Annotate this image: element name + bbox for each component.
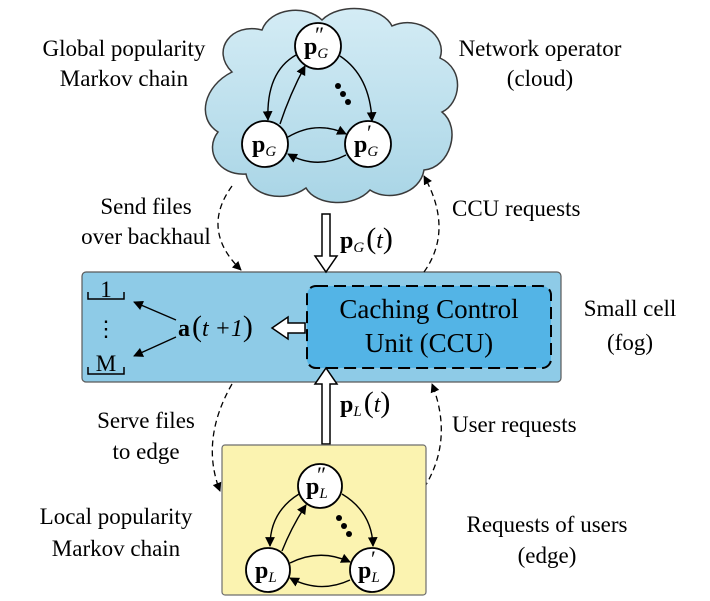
cache-slot-last: M	[96, 351, 116, 376]
node-p-label: p	[358, 558, 371, 584]
svg-text:pL: pL	[255, 558, 277, 586]
global-edge	[287, 125, 347, 138]
pG-sub: G	[353, 240, 364, 256]
node-prime-mark: ′	[371, 546, 376, 571]
svg-text:pG: pG	[252, 132, 276, 160]
ccu-box	[306, 285, 552, 369]
node-sub-label: G	[367, 144, 378, 160]
svg-text:pG: pG	[354, 132, 378, 160]
pL-hollow-arrow	[313, 366, 339, 445]
svg-text:pG: pG	[304, 34, 328, 62]
global-ellipsis-dots	[335, 83, 351, 105]
requests-users-label-line1: Requests of users	[467, 512, 628, 537]
send-files-label-line1: Send files	[100, 194, 191, 219]
svg-text:pL: pL	[358, 558, 380, 586]
global-edge	[287, 153, 347, 163]
node-sub-label: L	[370, 570, 379, 586]
global-edge	[339, 55, 377, 122]
local-chain-label-line2: Markov chain	[52, 536, 181, 561]
node-double-prime-mark: ″	[317, 462, 326, 487]
node-sub-label: L	[318, 486, 327, 502]
pL-time: t	[374, 392, 382, 418]
local-chain-label-line1: Local popularity	[40, 504, 193, 529]
network-operator-label-line1: Network operator	[459, 36, 622, 61]
node-p-label: p	[306, 474, 319, 500]
node-sub-label: L	[267, 570, 276, 586]
global-edge	[262, 54, 297, 121]
local-edge	[265, 493, 300, 547]
node-pG-double-prime	[294, 22, 342, 70]
local-edge	[289, 577, 351, 588]
small-cell-label-line1: Small cell	[584, 296, 677, 321]
requests-users-label-line2: (edge)	[518, 543, 577, 568]
small-cell-label-line2: (fog)	[607, 330, 653, 355]
global-edge	[279, 65, 306, 125]
pL-sub: L	[352, 404, 361, 420]
node-p-label: p	[354, 132, 367, 158]
pG-hollow-arrow	[313, 213, 339, 274]
serve-files-dashed-arrow	[211, 383, 233, 492]
node-pL-double-prime	[297, 463, 343, 509]
local-edge	[281, 504, 307, 552]
cache-slot-first: 1	[100, 277, 112, 302]
ccu-title-line1: Caching Control	[339, 294, 518, 324]
cache-slots: 1 ⋮ M	[87, 277, 125, 376]
serve-files-label-line1: Serve files	[97, 408, 195, 433]
svg-text:pL: pL	[306, 474, 328, 502]
network-operator-label-line2: (cloud)	[507, 66, 573, 91]
cache-slot-bracket	[87, 367, 125, 375]
serve-files-label-line2: to edge	[112, 439, 179, 464]
ccu-to-action-arrow	[270, 315, 306, 341]
node-prime-mark: ′	[367, 120, 372, 145]
action-to-slotM-arrow	[133, 336, 177, 357]
pG-time: t	[376, 228, 384, 254]
local-chain: pL ″ pL pL ′	[245, 462, 395, 593]
node-p-label: p	[252, 132, 265, 158]
node-sub-label: G	[317, 46, 328, 62]
pG-t-label: pG(t)	[340, 222, 393, 256]
node-pL-prime	[349, 547, 395, 593]
local-edge	[289, 553, 351, 564]
node-double-prime-mark: ″	[315, 22, 324, 47]
user-requests-dashed-arrow	[423, 383, 442, 489]
pL-p: p	[340, 392, 353, 418]
send-files-label-line2: over backhaul	[81, 224, 211, 249]
ccu-requests-dashed-arrow	[423, 175, 440, 273]
cache-slot-dots: ⋮	[95, 316, 117, 341]
global-chain: pG ″ pG pG ′	[241, 22, 392, 168]
local-ellipsis-dots	[336, 515, 352, 537]
node-pG	[241, 120, 289, 168]
local-edge	[341, 493, 378, 547]
ccu-requests-label: CCU requests	[452, 196, 580, 221]
pL-t-label: pL(t)	[340, 386, 390, 420]
user-requests-label: User requests	[452, 412, 577, 437]
pG-p: p	[340, 228, 353, 254]
node-p-label: p	[255, 558, 268, 584]
node-p-label: p	[304, 34, 317, 60]
ccu-title-line2: Unit (CCU)	[365, 328, 493, 358]
send-files-dashed-arrow	[217, 185, 242, 271]
cache-slot-bracket	[87, 292, 125, 300]
action-a: a	[178, 316, 190, 342]
action-time: t +1	[202, 316, 243, 342]
action-label: a(t +1)	[178, 310, 253, 343]
node-sub-label: G	[265, 144, 276, 160]
global-chain-label-line2: Markov chain	[60, 66, 189, 91]
global-chain-label-line1: Global popularity	[43, 36, 206, 61]
node-pL	[245, 547, 291, 593]
action-to-slot1-arrow	[133, 300, 177, 321]
